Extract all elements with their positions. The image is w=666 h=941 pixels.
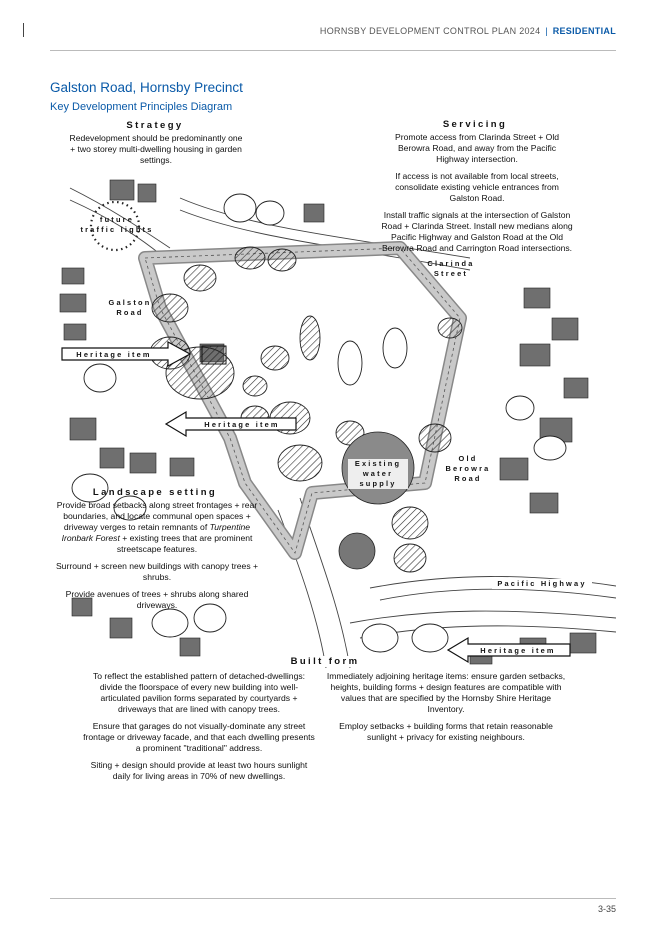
built-form-left-paragraph-2: Ensure that garages do not visually-domi…	[83, 721, 315, 753]
landscape-paragraph-1-start: Provide broad setbacks along street fron…	[56, 500, 258, 532]
old-berowra-road-line-2: Berowra	[445, 464, 491, 473]
header-rule	[50, 50, 616, 51]
clarinda-street-label: Clarinda Street	[420, 259, 482, 279]
running-header: HORNSBY DEVELOPMENT CONTROL PLAN 2024 | …	[320, 26, 616, 36]
old-berowra-road-line-3: Road	[454, 474, 482, 483]
landscape-text: Provide broad setbacks along street fron…	[54, 500, 260, 617]
built-form-right-paragraph-2: Employ setbacks + building forms that re…	[339, 721, 553, 742]
strategy-heading: Strategy	[126, 120, 184, 131]
galston-road-label: Galston Road	[102, 298, 158, 318]
header-separator: |	[545, 26, 548, 36]
traffic-lights-marker	[89, 200, 141, 252]
future-traffic-lights-line-1: future	[99, 215, 135, 224]
servicing-paragraph-2: If access is not available from local st…	[395, 171, 559, 203]
heritage-item-label-3: Heritage item	[480, 646, 556, 655]
existing-water-supply-line-2: water	[362, 469, 394, 478]
heritage-item-label-1: Heritage item	[76, 350, 152, 359]
existing-water-supply-line-3: supply	[359, 479, 397, 488]
built-form-left-paragraph-1: To reflect the established pattern of de…	[92, 671, 306, 714]
old-berowra-road-label: Old Berowra Road	[442, 454, 494, 484]
landscape-paragraph-2: Surround + screen new buildings with can…	[55, 561, 259, 582]
pacific-highway-label: Pacific Highway	[492, 579, 592, 589]
turpentine-forest-name: Turpentine Ironbark Forest	[61, 522, 251, 543]
heritage-arrows	[61, 340, 571, 664]
landscape-paragraph-1-end: + existing trees that are prominent stre…	[116, 533, 253, 554]
clarinda-street-line-2: Street	[433, 269, 469, 278]
future-traffic-lights-label: future traffic lights	[78, 215, 156, 235]
landscape-heading: Landscape setting	[92, 487, 218, 498]
built-form-heading: Built form	[280, 656, 370, 667]
heritage-item-label-2: Heritage item	[204, 420, 280, 429]
strategy-paragraph: Redevelopment should be predominantly on…	[69, 133, 243, 165]
existing-water-supply-label: Existing water supply	[348, 459, 408, 489]
development-principles-diagram: Strategy Redevelopment should be predomi…	[50, 118, 616, 668]
header-plan-name: HORNSBY DEVELOPMENT CONTROL PLAN 2024	[319, 26, 541, 36]
existing-water-supply-line-1: Existing	[354, 459, 402, 468]
built-form-left-text: To reflect the established pattern of de…	[82, 671, 316, 788]
built-form-right-text: Immediately adjoining heritage items: en…	[326, 671, 566, 749]
servicing-text: Promote access from Clarinda Street + Ol…	[381, 132, 572, 260]
landscape-paragraph-1: Provide broad setbacks along street fron…	[54, 500, 260, 555]
landscape-paragraph-3: Provide avenues of trees + shrubs along …	[65, 589, 249, 610]
servicing-paragraph-1: Promote access from Clarinda Street + Ol…	[394, 132, 560, 164]
built-form-right-paragraph-1: Immediately adjoining heritage items: en…	[326, 671, 566, 714]
page-subtitle: Key Development Principles Diagram	[50, 101, 233, 113]
servicing-heading: Servicing	[442, 119, 508, 130]
footer-rule	[50, 898, 616, 899]
old-berowra-road-line-1: Old	[458, 454, 478, 463]
built-form-left-paragraph-3: Siting + design should provide at least …	[90, 760, 308, 781]
header-section: RESIDENTIAL	[552, 26, 616, 36]
heritage-building	[201, 345, 227, 365]
strategy-text: Redevelopment should be predominantly on…	[66, 133, 246, 172]
page-number: 3-35	[597, 904, 616, 914]
page-title: Galston Road, Hornsby Precinct	[50, 80, 243, 95]
future-traffic-lights-line-2: traffic lights	[80, 225, 154, 234]
galston-road-line-1: Galston	[108, 298, 152, 307]
header-marker	[23, 23, 24, 37]
outline-trees	[71, 193, 567, 653]
servicing-paragraph-3: Install traffic signals at the intersect…	[381, 210, 573, 253]
clarinda-street-line-1: Clarinda	[427, 259, 475, 268]
galston-road-line-2: Road	[116, 308, 144, 317]
